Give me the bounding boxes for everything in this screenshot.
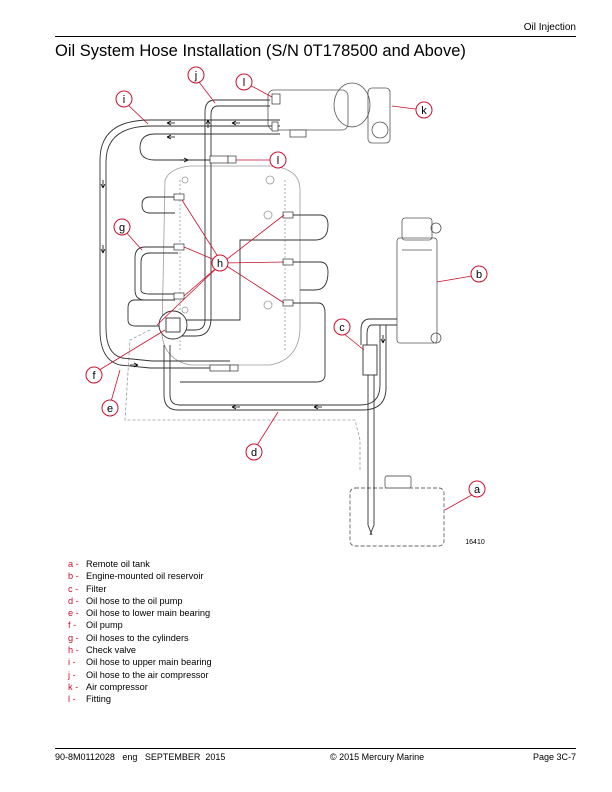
hoses: [99, 99, 397, 536]
callouts: a b c d e f g h: [85, 66, 488, 498]
callout-f: f: [85, 366, 103, 384]
legend-item: i -Oil hose to upper main bearing: [68, 657, 212, 668]
callout-d: d: [245, 443, 263, 461]
footer-copyright: © 2015 Mercury Marine: [330, 752, 425, 762]
callout-a: a: [468, 480, 486, 498]
svg-text:k: k: [421, 105, 427, 117]
legend-item: k -Air compressor: [68, 681, 148, 692]
oil-system-diagram: a b c d e f g h: [85, 66, 488, 547]
air-compressor: [267, 82, 391, 144]
callout-b: b: [470, 265, 488, 283]
callout-g: g: [113, 218, 131, 236]
svg-text:b: b: [476, 269, 482, 281]
callout-l-upper: l: [235, 73, 253, 91]
svg-text:l: l: [277, 155, 279, 167]
legend-item: e -Oil hose to lower main bearing: [68, 608, 211, 619]
legend-item: j -Oil hose to the air compressor: [68, 669, 209, 680]
svg-text:f: f: [92, 370, 96, 382]
legend-item: c -Filter: [68, 583, 107, 594]
flow-arrows: [100, 119, 386, 410]
section-label: Oil Injection: [523, 22, 576, 33]
filter: [362, 344, 378, 376]
callout-i: i: [115, 90, 133, 108]
fittings: [173, 93, 307, 372]
callout-c: c: [333, 318, 351, 336]
svg-text:l: l: [243, 77, 245, 89]
header-rule: [55, 36, 576, 37]
svg-text:j: j: [194, 70, 197, 82]
svg-text:g: g: [119, 222, 125, 234]
legend-item: l -Fitting: [68, 694, 112, 705]
engine-mounted-reservoir: [396, 217, 442, 344]
svg-text:d: d: [251, 447, 257, 459]
svg-text:e: e: [107, 403, 113, 415]
callout-h: h: [211, 254, 229, 272]
svg-text:a: a: [474, 484, 481, 496]
legend-item: g -Oil hoses to the cylinders: [68, 632, 189, 643]
legend-list: a -Remote oil tank b -Engine-mounted oil…: [68, 558, 212, 706]
footer-doc-id: 90-8M0112028 eng SEPTEMBER 2015: [55, 752, 226, 762]
legend-item: h -Check valve: [68, 645, 137, 656]
figure-number: 16410: [465, 539, 485, 546]
oil-pump: [158, 310, 188, 340]
legend-item: b -Engine-mounted oil reservoir: [68, 571, 204, 582]
callout-k: k: [415, 101, 433, 119]
svg-text:h: h: [217, 258, 223, 270]
svg-text:i: i: [123, 94, 125, 106]
footer-rule: [55, 748, 576, 749]
callout-l-lower: l: [269, 151, 287, 169]
svg-text:c: c: [339, 322, 345, 334]
legend-item: d -Oil hose to the oil pump: [68, 595, 183, 606]
callout-j: j: [187, 66, 205, 84]
remote-oil-tank: [349, 475, 445, 547]
callout-e: e: [101, 399, 119, 417]
legend-item: f -Oil pump: [68, 620, 123, 631]
page-title: Oil System Hose Installation (S/N 0T1785…: [55, 42, 466, 60]
legend-item: a -Remote oil tank: [68, 559, 150, 569]
footer-page-number: Page 3C-7: [532, 752, 576, 762]
